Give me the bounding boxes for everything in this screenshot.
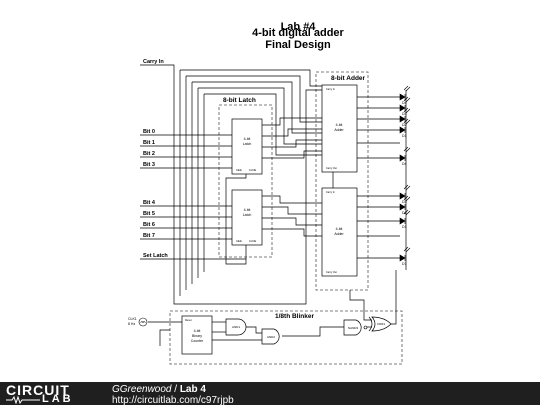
led-diode <box>399 209 411 225</box>
counter-reset: Reset <box>185 319 192 322</box>
latch-chip-lower-pin-ce: CE/E <box>236 240 242 243</box>
title-line-1: Lab #4 <box>281 21 317 33</box>
latch-chip-upper-name: 4-bit <box>244 137 251 141</box>
clock-frequency: 8 Hz <box>128 322 135 326</box>
led-diode <box>399 195 411 211</box>
adder-block-outline <box>315 71 369 291</box>
adder-chip-lower-type: Adder <box>334 232 344 236</box>
adder-chip-lower: Carry In 4-bit Adder Carry Out <box>321 187 358 277</box>
led-diode <box>399 146 411 162</box>
and-gate-1: AND1 <box>225 318 247 336</box>
counter-line-1: 4-bit <box>194 329 201 333</box>
bit-7-label: Bit 7 <box>143 233 155 239</box>
bit-6-label: Bit 6 <box>143 222 155 228</box>
latch-chip-lower-type: Latch <box>243 213 252 217</box>
bit-1-label: Bit 1 <box>143 140 155 146</box>
led-label: D2 <box>402 123 407 127</box>
led-label: D1 <box>402 225 407 229</box>
latch-block-title: 8-bit Latch <box>223 97 256 104</box>
title-line-3: Final Design <box>265 39 331 51</box>
logo-wave-icon <box>6 396 40 404</box>
blinker-block-outline <box>169 310 403 365</box>
adder-chip-lower-name: 4-bit <box>336 227 343 231</box>
led-label: D4 <box>402 101 407 105</box>
counter-line-3: Counter <box>191 339 204 343</box>
led-label: D3 <box>402 112 407 116</box>
adder-chip-upper-carry-out: Carry Out <box>326 167 337 170</box>
title-line-2: 4-bit digital adder <box>252 27 344 39</box>
led-label: D2 <box>402 211 407 215</box>
meta-separator: / <box>171 384 180 395</box>
logo-text-bottom: LAB <box>42 393 74 405</box>
led-label: D7 <box>402 262 407 266</box>
blinker-block-title: 1/8th Blinker <box>275 313 314 320</box>
latch-chip-lower: 4-bit Latch CE/E CLK/E <box>231 189 263 246</box>
bit-0-label: Bit 0 <box>143 129 155 135</box>
led-column <box>399 85 411 262</box>
adder-block-title: 8-bit Adder <box>331 75 366 82</box>
xor-gate-1-label: XOR1 <box>377 322 386 326</box>
project-url-link[interactable]: http://circuitlab.com/c97rjpb <box>112 395 234 406</box>
counter-line-2: Binary <box>192 334 202 338</box>
led-label: D3 <box>402 200 407 204</box>
logo-text-top: CIRCUIT <box>6 382 70 398</box>
project-meta: GGreenwood / Lab 4 http://circuitlab.com… <box>112 384 234 406</box>
footer-bar: CIRCUIT LAB GGreenwood / Lab 4 http://ci… <box>0 382 540 406</box>
latch-chip-lower-pin-clk: CLK/E <box>249 240 257 243</box>
bit-2-label: Bit 2 <box>143 151 155 157</box>
led-diode <box>399 246 411 262</box>
led-diode <box>399 96 411 112</box>
author-link[interactable]: GGreenwood <box>112 384 172 395</box>
led-label: D1 <box>402 134 407 138</box>
latch-chip-lower-name: 4-bit <box>244 208 251 212</box>
led-diode <box>399 184 411 200</box>
nand-gate-3: NAND3 <box>343 319 368 336</box>
nand-gate-3-label: NAND3 <box>348 326 359 330</box>
led-label: D4 <box>402 162 407 166</box>
xor-gate-1: XOR1 <box>368 316 392 332</box>
bit-3-label: Bit 3 <box>143 162 155 168</box>
latch-chip-upper-pin-clk: CLK/E <box>249 169 257 172</box>
led-labels: D4 D3 D2 D1 D4 D3 D2 D1 D7 <box>402 101 407 266</box>
adder-chip-upper: Carry In 4-bit Adder Carry Out <box>321 84 358 173</box>
set-latch-label: Set Latch <box>143 253 168 259</box>
adder-chip-upper-type: Adder <box>334 128 344 132</box>
clock-source: CLK1 8 Hz <box>128 317 148 327</box>
adder-chip-lower-carry-in: Carry In <box>326 191 336 194</box>
latch-block-outline <box>218 104 273 258</box>
carry-in-label: Carry In <box>143 59 164 65</box>
and-gate-2-label: AND2 <box>267 335 275 339</box>
latch-chip-upper: 4-bit Latch CE/E CLK/E <box>231 118 263 175</box>
wires <box>140 64 407 346</box>
bit-5-label: Bit 5 <box>143 211 155 217</box>
led-diode <box>399 85 411 101</box>
led-diode <box>399 107 411 123</box>
circuitlab-logo[interactable]: CIRCUIT LAB <box>6 383 94 405</box>
and-gate-1-label: AND1 <box>232 325 240 329</box>
bit-4-label: Bit 4 <box>143 200 156 206</box>
binary-counter: Reset 4-bit Binary Counter <box>181 315 213 355</box>
and-gate-2: AND2 <box>261 328 280 345</box>
clock-name: CLK1 <box>128 317 137 321</box>
latch-chip-upper-pin-ce: CE/E <box>236 169 242 172</box>
led-diode <box>399 118 411 134</box>
adder-chip-lower-carry-out: Carry Out <box>326 271 337 274</box>
latch-chip-upper-type: Latch <box>243 142 252 146</box>
adder-chip-upper-name: 4-bit <box>336 123 343 127</box>
adder-chip-upper-carry-in: Carry In <box>326 88 336 91</box>
project-name[interactable]: Lab 4 <box>179 384 206 395</box>
